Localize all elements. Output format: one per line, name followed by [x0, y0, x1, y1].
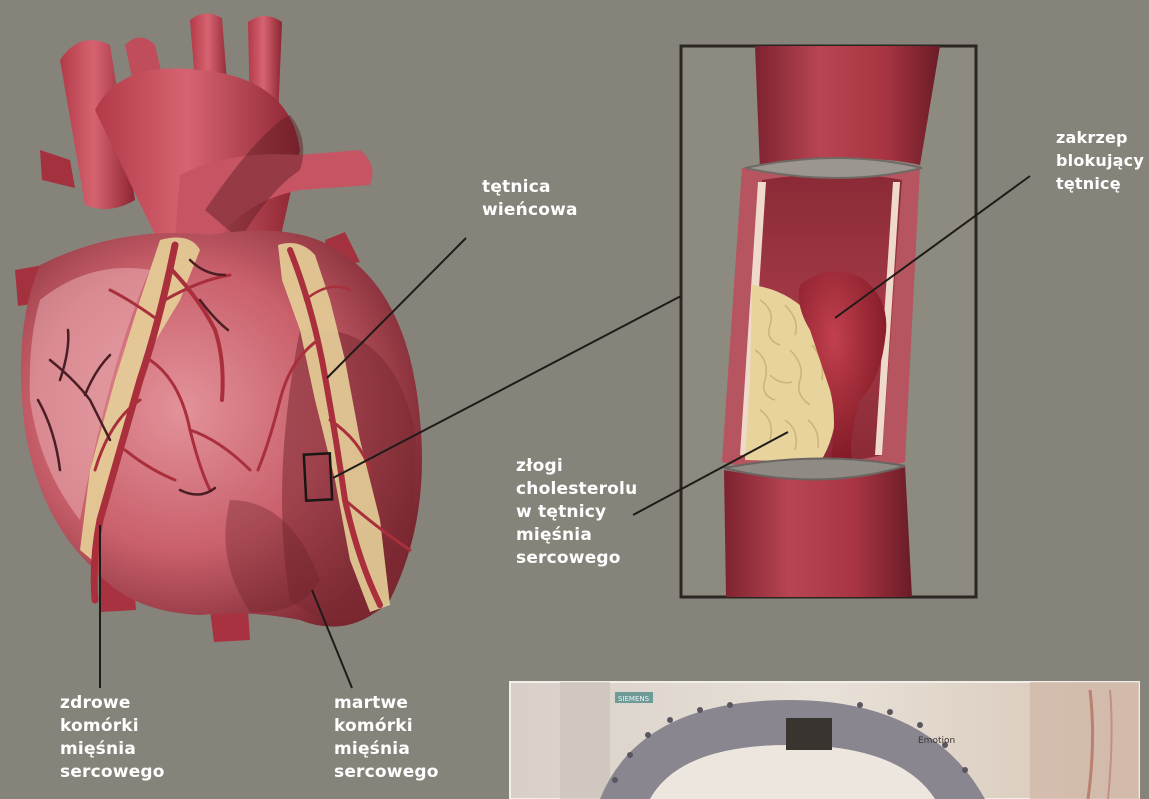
- label-line: sercowego: [60, 761, 165, 784]
- label-line: mięśnia: [516, 524, 637, 547]
- label-line: komórki: [60, 715, 165, 738]
- label-line: mięśnia: [334, 738, 439, 761]
- label-line: złogi: [516, 455, 637, 478]
- photo-emotion-tag: Emotion: [918, 736, 955, 746]
- heart-illustration: [15, 13, 422, 642]
- label-line: tętnicę: [1056, 172, 1144, 195]
- photo-siemens-tag: SIEMENS: [618, 695, 650, 703]
- label-line: sercowego: [516, 547, 637, 570]
- label-line: mięśnia: [60, 738, 165, 761]
- label-line: zakrzep: [1056, 126, 1144, 149]
- label-line: cholesterolu: [516, 478, 637, 501]
- artery-inset: [681, 46, 976, 597]
- scanner-photo: SIEMENS Emotion: [510, 682, 1139, 799]
- label-clot: zakrzep blokujący tętnicę: [1056, 126, 1144, 195]
- label-healthy-cells: zdrowe komórki mięśnia sercowego: [60, 692, 165, 784]
- label-line: w tętnicy: [516, 501, 637, 524]
- label-line: komórki: [334, 715, 439, 738]
- label-line: martwe: [334, 692, 439, 715]
- label-line: tętnica: [482, 176, 578, 199]
- label-cholesterol: złogi cholesterolu w tętnicy mięśnia ser…: [516, 455, 637, 570]
- label-line: zdrowe: [60, 692, 165, 715]
- label-line: sercowego: [334, 761, 439, 784]
- label-line: blokujący: [1056, 149, 1144, 172]
- label-dead-cells: martwe komórki mięśnia sercowego: [334, 692, 439, 784]
- label-line: wieńcowa: [482, 199, 578, 222]
- label-coronary-artery: tętnica wieńcowa: [482, 176, 578, 222]
